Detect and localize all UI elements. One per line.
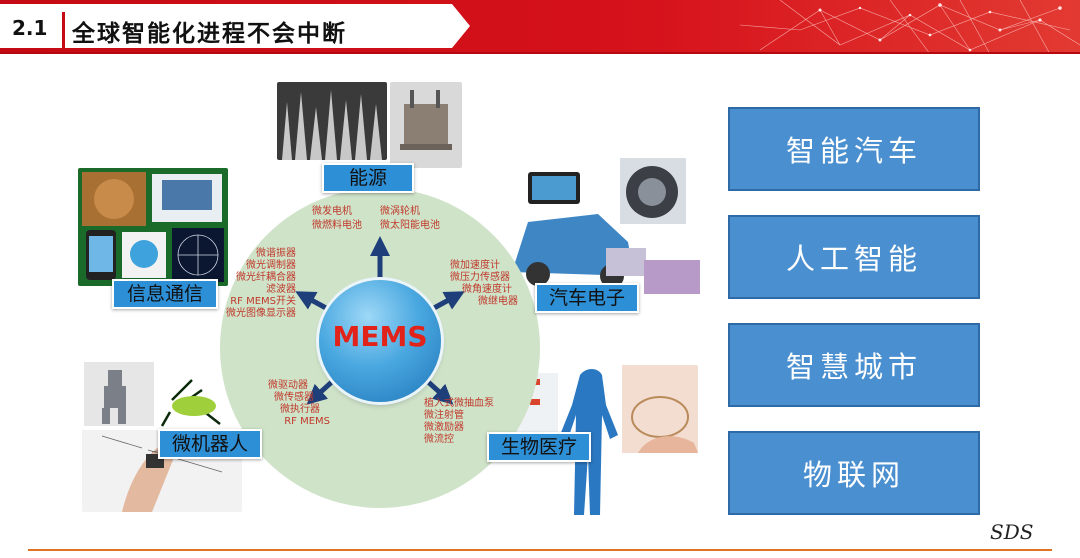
list-item: RF MEMS bbox=[284, 416, 330, 427]
tag-automotive: 汽车电子 bbox=[535, 283, 639, 313]
communication-items: 微谐振器 微光调制器 微光纤耦合器 滤波器 RF MEMS开关 微光图像显示器 bbox=[220, 248, 296, 320]
list-item: 微执行器 bbox=[280, 404, 320, 415]
list-item: RF MEMS开关 bbox=[230, 296, 296, 307]
footer-logo: SDS bbox=[990, 520, 1034, 544]
section-heading: 2.1 全球智能化进程不会中断 bbox=[0, 4, 470, 48]
arrows-icon bbox=[295, 236, 465, 405]
tag-energy: 能源 bbox=[322, 163, 414, 193]
footer-divider bbox=[28, 549, 1052, 551]
list-item: 微继电器 bbox=[478, 296, 518, 307]
list-item: 微发电机 bbox=[312, 206, 352, 217]
microrobot-items: 微驱动器 微传感器 微执行器 RF MEMS bbox=[240, 380, 330, 428]
list-item: 微涡轮机 bbox=[380, 206, 420, 217]
communication-photo-image bbox=[78, 168, 228, 286]
smart-car-box[interactable]: 智能汽车 bbox=[728, 107, 980, 191]
automotive-items: 微加速度计 微压力传感器 微角速度计 微继电器 bbox=[450, 260, 530, 308]
list-item: 滤波器 bbox=[266, 284, 296, 295]
section-number: 2.1 bbox=[12, 16, 48, 40]
iot-box[interactable]: 物联网 bbox=[728, 431, 980, 515]
biomedical-items: 植入式微抽血泵 微注射管 微激励器 微流控 bbox=[424, 398, 510, 446]
list-item: 微光调制器 bbox=[246, 260, 296, 271]
list-item: 微谐振器 bbox=[256, 248, 296, 259]
list-item: 微压力传感器 bbox=[450, 272, 510, 283]
network-decoration-icon bbox=[740, 0, 1080, 54]
list-item: 微角速度计 bbox=[462, 284, 512, 295]
list-item: 植入式微抽血泵 bbox=[424, 398, 494, 409]
list-item: 微光图像显示器 bbox=[226, 308, 296, 319]
list-item: 微驱动器 bbox=[268, 380, 308, 391]
list-item: 微太阳能电池 bbox=[380, 220, 440, 231]
header-divider bbox=[0, 52, 1080, 54]
list-item: 微传感器 bbox=[274, 392, 314, 403]
ai-box[interactable]: 人工智能 bbox=[728, 215, 980, 299]
section-title: 全球智能化进程不会中断 bbox=[72, 21, 347, 47]
hub-label: MEMS bbox=[332, 320, 428, 353]
mems-diagram: MEMS 能源 信息通信 汽车电子 微机器人 生物医疗 微发电机 微涡轮机 微燃… bbox=[60, 60, 720, 530]
list-item: 微加速度计 bbox=[450, 260, 500, 271]
list-item: 微激励器 bbox=[424, 422, 464, 433]
smart-city-box[interactable]: 智慧城市 bbox=[728, 323, 980, 407]
tag-biomedical: 生物医疗 bbox=[487, 432, 591, 462]
tag-microrobot: 微机器人 bbox=[158, 429, 262, 459]
list-item: 微光纤耦合器 bbox=[236, 272, 296, 283]
automotive-photo-image bbox=[508, 152, 708, 302]
list-item: 微燃料电池 bbox=[312, 220, 362, 231]
header-bar: 2.1 全球智能化进程不会中断 bbox=[0, 0, 1080, 54]
list-item: 微注射管 bbox=[424, 410, 464, 421]
tag-communication: 信息通信 bbox=[112, 279, 218, 309]
energy-device-image bbox=[390, 82, 462, 168]
energy-photo-image bbox=[277, 82, 387, 160]
section-separator bbox=[62, 12, 65, 48]
mems-hub: MEMS bbox=[319, 280, 441, 402]
list-item: 微流控 bbox=[424, 434, 454, 445]
